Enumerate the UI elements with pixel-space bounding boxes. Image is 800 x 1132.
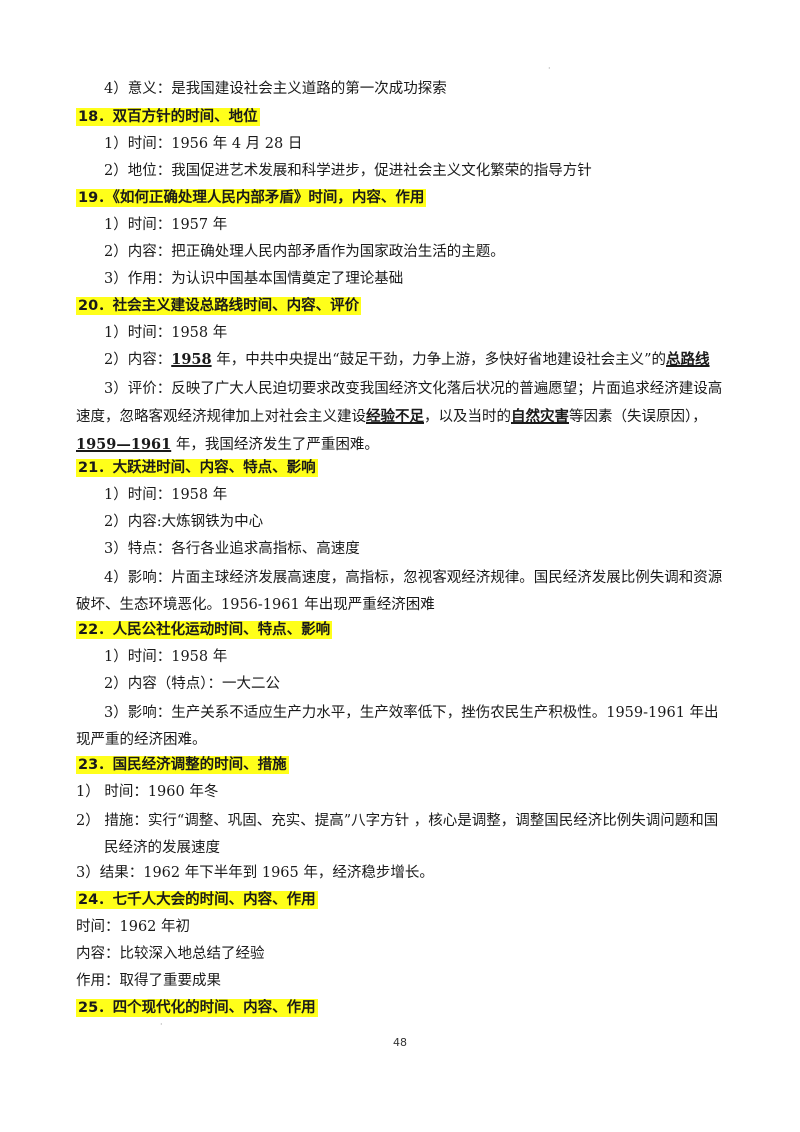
- text-line: 2）内容:大炼钢铁为中心: [104, 514, 264, 530]
- heading-highlight: 21．大跃进时间、内容、特点、影响: [76, 459, 318, 477]
- text-line: 4）意义：是我国建设社会主义道路的第一次成功探索: [104, 81, 447, 97]
- speck-mark: ·: [548, 64, 551, 73]
- emphasis-years: 1959—1961: [76, 436, 172, 453]
- heading-highlight: 20．社会主义建设总路线时间、内容、评价: [76, 297, 362, 315]
- section-heading-25: 25．四个现代化的时间、内容、作用: [76, 997, 728, 1019]
- text-segment: ，以及当时的: [424, 409, 511, 425]
- text-line-general-line: 2）内容：1958 年，中共中央提出“鼓足干劲，力争上游，多快好省地建设社会主义…: [104, 349, 728, 371]
- text-line: 2）内容：把正确处理人民内部矛盾作为国家政治生活的主题。: [104, 244, 505, 260]
- text-line: 2）内容（特点）：一大二公: [104, 676, 280, 692]
- text-line: 1） 时间：1960 年冬: [76, 784, 219, 800]
- emphasis-general-line: 总路线: [666, 351, 710, 368]
- text-segment: 年，我国经济发生了严重困难。: [171, 437, 379, 453]
- section-heading-22: 22．人民公社化运动时间、特点、影响: [76, 619, 728, 641]
- text-line: 1）时间：1958 年: [104, 325, 228, 341]
- text-line: 作用：取得了重要成果: [76, 973, 221, 989]
- text-line: 1）时间：1958 年: [104, 649, 228, 665]
- text-segment: 2）内容：: [104, 352, 172, 368]
- section-heading-21: 21．大跃进时间、内容、特点、影响: [76, 457, 728, 479]
- text-line: 1）时间：1958 年: [104, 487, 228, 503]
- section-heading-23: 23．国民经济调整的时间、措施: [76, 754, 728, 776]
- text-line: 内容：比较深入地总结了经验: [76, 946, 265, 962]
- text-paragraph: 3）影响：生产关系不适应生产力水平，生产效率低下，挫伤农民生产积极性。1959-…: [76, 705, 719, 748]
- text-paragraph: 2） 措施：实行“调整、巩固、充实、提高”八字方针 ，核心是调整，调整国民经济比…: [76, 813, 719, 856]
- text-paragraph: 4）影响：片面主球经济发展高速度，高指标，忽视客观经济规律。国民经济发展比例失调…: [76, 570, 723, 613]
- emphasis-lack-experience: 经验不足: [366, 408, 424, 425]
- text-segment: 年，中共中央提出“鼓足干劲，力争上游，多快好省地建设社会主义”的: [211, 352, 667, 368]
- emphasis-year: 1958: [171, 351, 212, 368]
- text-segment: 3）评价：反映了广大人民迫切要求改变我国经济文化落后状况的普遍愿望；片面追求经济…: [76, 381, 723, 425]
- text-segment: 等因素（失误原因），: [569, 409, 707, 425]
- heading-highlight: 18．双百方针的时间、地位: [76, 108, 260, 126]
- section-heading-18: 18．双百方针的时间、地位: [76, 106, 728, 128]
- section-heading-20: 20．社会主义建设总路线时间、内容、评价: [76, 295, 728, 317]
- text-line: 时间：1962 年初: [76, 919, 191, 935]
- emphasis-natural-disasters: 自然灾害: [511, 408, 569, 425]
- heading-highlight: 19．《如何正确处理人民内部矛盾》时间，内容、作用: [76, 189, 427, 207]
- text-line: 2）地位：我国促进艺术发展和科学进步，促进社会主义文化繁荣的指导方针: [104, 163, 592, 179]
- text-line: 3）作用：为认识中国基本国情奠定了理论基础: [104, 271, 404, 287]
- section-heading-19: 19．《如何正确处理人民内部矛盾》时间，内容、作用: [76, 187, 728, 209]
- text-paragraph-evaluation: 3）评价：反映了广大人民迫切要求改变我国经济文化落后状况的普遍愿望；片面追求经济…: [76, 376, 728, 459]
- speck-mark: ·: [160, 1020, 163, 1029]
- page-number: 48: [393, 1036, 407, 1049]
- text-line: 1）时间：1956 年 4 月 28 日: [104, 136, 303, 152]
- section-heading-24: 24．七千人大会的时间、内容、作用: [76, 889, 728, 911]
- heading-highlight: 24．七千人大会的时间、内容、作用: [76, 891, 318, 909]
- heading-highlight: 22．人民公社化运动时间、特点、影响: [76, 621, 333, 639]
- text-line: 3）特点：各行各业追求高指标、高速度: [104, 541, 360, 557]
- heading-highlight: 25．四个现代化的时间、内容、作用: [76, 999, 318, 1017]
- heading-highlight: 23．国民经济调整的时间、措施: [76, 756, 289, 774]
- text-line: 1）时间：1957 年: [104, 217, 228, 233]
- text-line: 3）结果：1962 年下半年到 1965 年，经济稳步增长。: [76, 865, 434, 881]
